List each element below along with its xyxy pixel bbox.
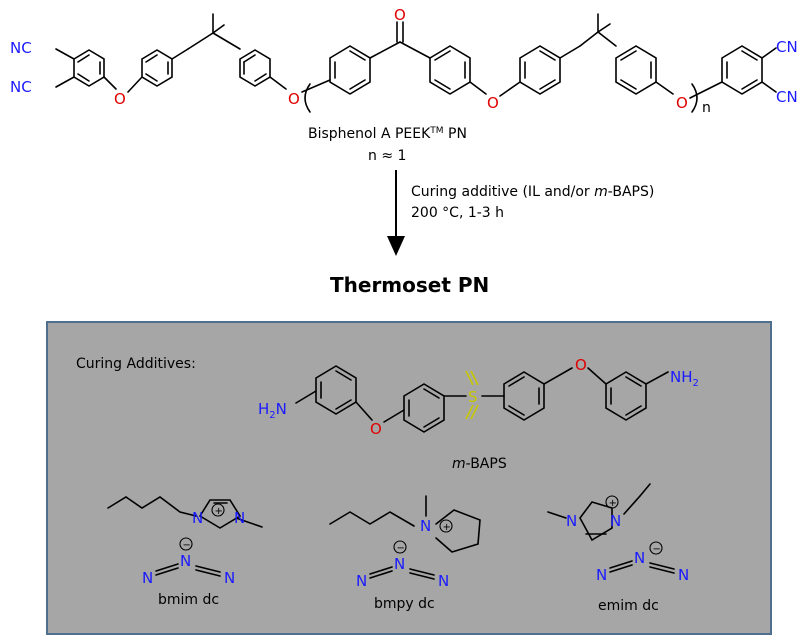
polymer-structure: NC NC O O O xyxy=(10,6,798,116)
polymer-name: Bisphenol A PEEKTM PN xyxy=(308,126,467,142)
reaction-conditions-line1: Curing additive (IL and/or m-BAPS) xyxy=(411,184,654,200)
amine-left: H2N xyxy=(258,400,287,421)
panel-heading: Curing Additives: xyxy=(76,356,196,372)
bmim-dca-center: N xyxy=(180,552,191,570)
nitrile-label-top-left: NC xyxy=(10,39,32,57)
reaction-conditions-line2: 200 °C, 1-3 h xyxy=(411,205,504,221)
bmpy-dc-structure: N + N N − N bmpy dc xyxy=(329,495,481,612)
svg-text:−: − xyxy=(397,543,405,554)
baps-oxygen-left: O xyxy=(370,420,382,438)
product-title: Thermoset PN xyxy=(330,273,489,297)
ionic-liquid-label-2: bmpy dc xyxy=(374,596,435,612)
ether-oxygen-3: O xyxy=(487,94,499,112)
baps-oxygen-right: O xyxy=(575,356,587,374)
bmim-nitrogen-2: N xyxy=(234,509,245,527)
carbonyl-oxygen: O xyxy=(394,6,406,24)
emim-dca-n1: N xyxy=(596,566,607,584)
bmim-dca-n1: N xyxy=(142,569,153,587)
ionic-liquid-label-1: bmim dc xyxy=(158,592,219,608)
ether-oxygen-2: O xyxy=(288,90,300,108)
ether-oxygen-4: O xyxy=(676,94,688,112)
repeat-approx: n ≈ 1 xyxy=(368,148,406,164)
nitrile-label-bottom-right: CN xyxy=(776,88,798,106)
svg-text:−: − xyxy=(653,544,661,555)
ether-oxygen-1: O xyxy=(114,90,126,108)
emim-nitrogen-2: N xyxy=(610,512,621,530)
nitrile-label-top-right: CN xyxy=(776,38,798,56)
nitrile-label-bottom-left: NC xyxy=(10,78,32,96)
svg-text:+: + xyxy=(609,498,617,509)
emim-dca-n3: N xyxy=(678,566,689,584)
bmpy-nitrogen: N xyxy=(420,517,431,535)
emim-dca-center: N xyxy=(634,549,645,567)
amine-right: NH2 xyxy=(670,368,699,389)
m-baps-label: m-BAPS xyxy=(452,456,507,472)
bmim-dc-structure: N N + N N − N bmim dc xyxy=(107,496,263,608)
bmim-dca-n3: N xyxy=(224,569,235,587)
bmpy-dca-n1: N xyxy=(356,572,367,590)
bmpy-dca-center: N xyxy=(394,555,405,573)
sulfur-atom: S xyxy=(468,388,478,406)
curing-additives-panel xyxy=(46,321,772,635)
bmpy-dca-n3: N xyxy=(438,572,449,590)
svg-text:−: − xyxy=(183,540,191,551)
emim-nitrogen-1: N xyxy=(566,512,577,530)
svg-text:+: + xyxy=(215,506,223,517)
emim-dc-structure: N N + N N − N emim dc xyxy=(547,483,689,614)
svg-text:+: + xyxy=(443,522,451,533)
m-baps-structure: H2N O S O NH2 xyxy=(258,356,699,438)
bmim-nitrogen-1: N xyxy=(192,509,203,527)
ionic-liquid-label-3: emim dc xyxy=(598,598,659,614)
reaction-arrowhead xyxy=(387,236,405,256)
repeat-unit-n: n xyxy=(702,100,711,116)
